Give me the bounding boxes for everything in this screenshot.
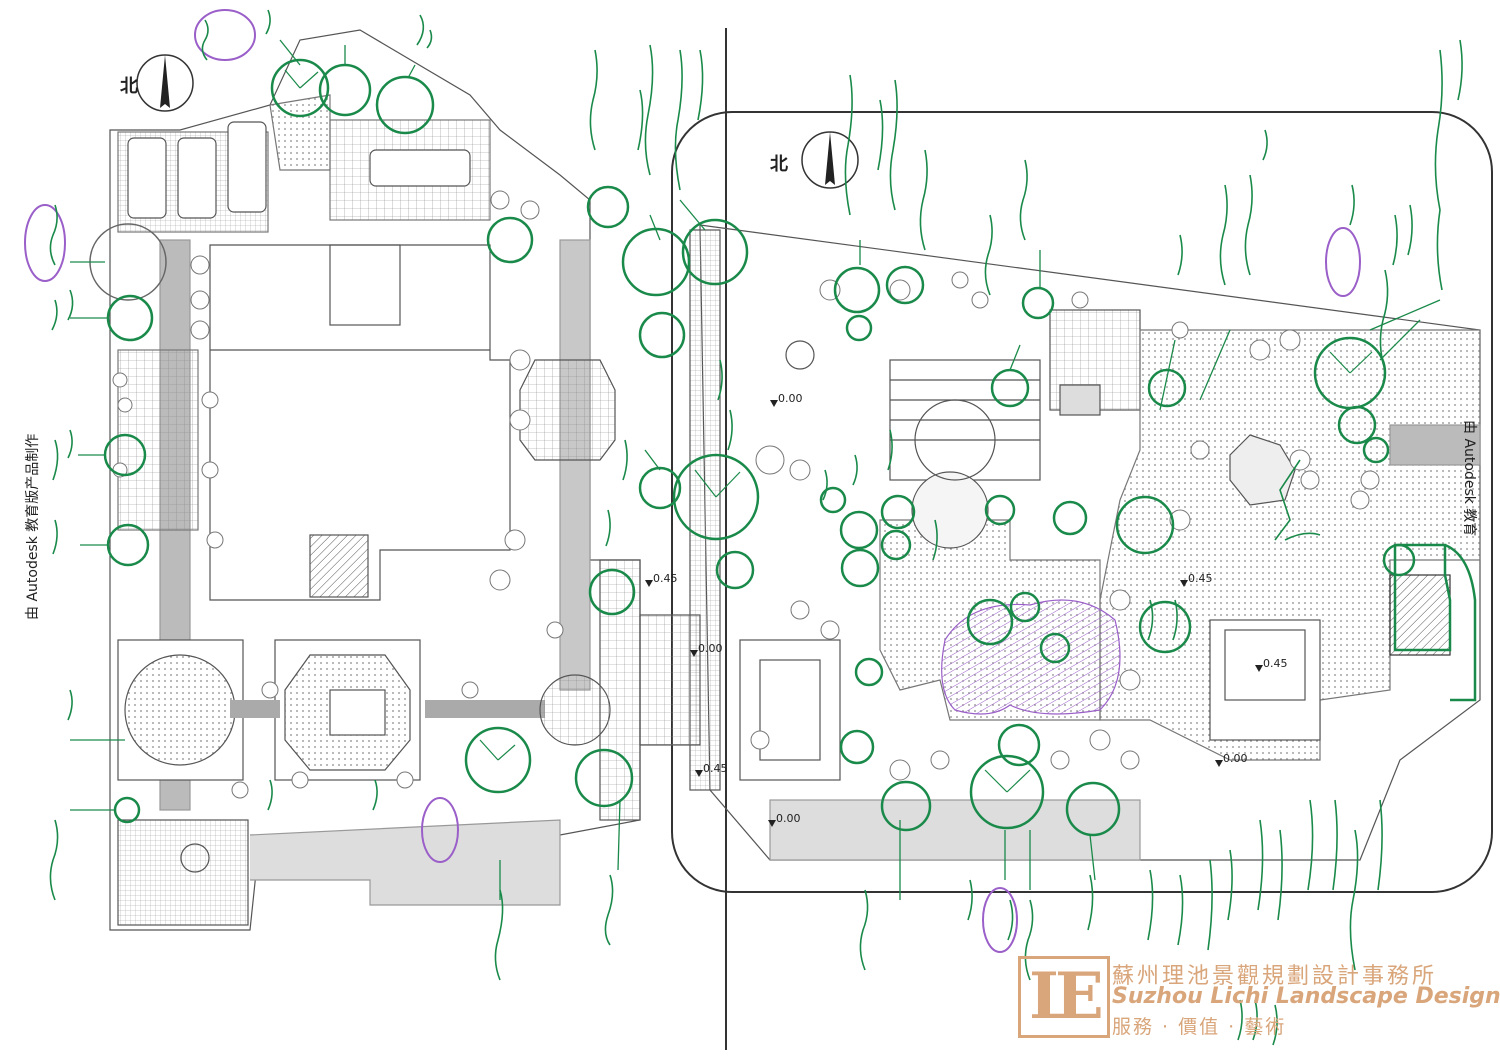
logo-letter-e: E: [1055, 959, 1104, 1034]
elevation-label: 0.45: [703, 762, 728, 775]
elevation-label: 0.45: [1188, 572, 1213, 585]
proposed-trees: [89, 58, 1477, 837]
elevation-label: 0.00: [776, 812, 801, 825]
north-label-right: 北: [770, 154, 788, 175]
highlight-marks: [24, 9, 1361, 953]
autodesk-watermark-left: 由 Autodesk 教育版产品制作: [25, 433, 41, 620]
north-label-left: 北: [120, 76, 138, 97]
firm-motto: 服務 · 價值 · 藝術: [1112, 1016, 1287, 1038]
elevation-label: 0.00: [1223, 752, 1248, 765]
elevation-label: 0.00: [698, 642, 723, 655]
firm-name-chinese: 蘇州理池景觀規劃設計事務所: [1112, 964, 1438, 989]
existing-shrubs: [112, 190, 1380, 799]
elevation-label: 0.45: [1263, 657, 1288, 670]
firm-logo: L E: [1018, 956, 1110, 1038]
north-arrow-left: [136, 54, 194, 112]
tree-branch-marks: [284, 69, 1373, 793]
left-plan: [109, 29, 641, 931]
right-plan: [639, 111, 1493, 893]
logo-letter-l: L: [1029, 959, 1074, 1034]
elevation-label: 0.45: [653, 572, 678, 585]
annotation-leaders: [70, 39, 1441, 900]
elevation-label: 0.00: [778, 392, 803, 405]
north-arrow-right: [801, 131, 859, 189]
elevation-markers: [645, 400, 1263, 827]
firm-name-english: Suzhou Lichi Landscape Design: [1112, 984, 1500, 1009]
handwritten-notes: [49, 9, 1463, 1046]
autodesk-watermark-right: 由 Autodesk 教育: [1461, 420, 1477, 537]
